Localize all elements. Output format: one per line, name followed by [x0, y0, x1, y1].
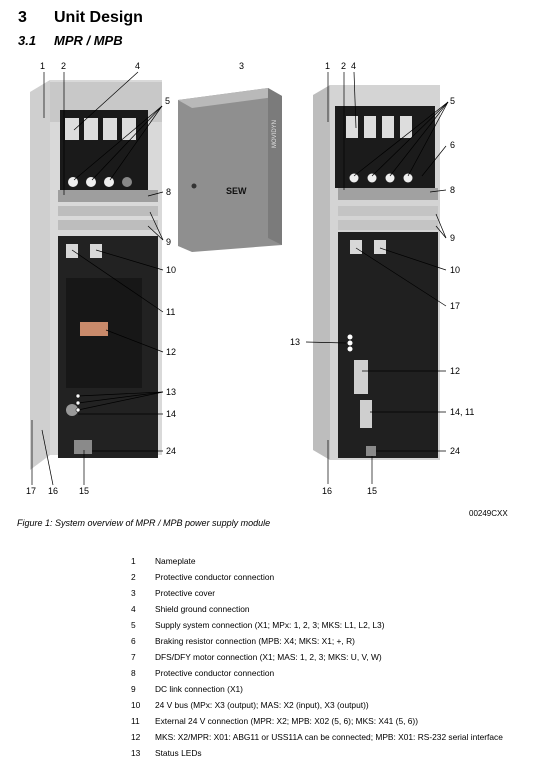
legend-text: MKS: X2/MPR: X01: ABG11 or USS11A can be… — [155, 732, 503, 742]
legend-number: 2 — [131, 572, 136, 582]
legend-number: 8 — [131, 668, 136, 678]
section-number: 3 — [18, 9, 27, 26]
callout-label: 8 — [166, 187, 171, 197]
callout-label: 10 — [166, 265, 176, 275]
legend-text: External 24 V connection (MPR: X2; MPB: … — [155, 716, 418, 726]
callout-label: 10 — [450, 265, 460, 275]
callout-label: 14 — [166, 409, 176, 419]
callout-label: 4 — [351, 61, 356, 71]
callout-label: 5 — [450, 96, 455, 106]
right-unit-photo — [313, 85, 440, 460]
callout-label: 3 — [239, 61, 244, 71]
callout-label: 24 — [450, 446, 460, 456]
cover-brand-text: SEW — [226, 186, 247, 196]
section-heading: 3 Unit Design — [18, 9, 143, 27]
legend-number: 11 — [131, 716, 140, 726]
callout-label: 15 — [79, 486, 89, 496]
callout-label: 9 — [166, 237, 171, 247]
legend-number: 12 — [131, 732, 141, 742]
legend-text: Supply system connection (X1; MPx: 1, 2,… — [155, 620, 385, 630]
callout-label: 4 — [135, 61, 140, 71]
right-callouts: 1 2 4 5 6 8 9 10 17 13 12 14, 11 24 16 1… — [290, 61, 474, 496]
legend-text: Protective conductor connection — [155, 572, 275, 582]
legend-number: 13 — [131, 748, 141, 758]
callout-label: 9 — [450, 233, 455, 243]
legend-text: Protective cover — [155, 588, 216, 598]
legend-number: 7 — [131, 652, 136, 662]
cover-movidyn-text: MOVIDYN — [272, 120, 278, 148]
legend-text: DFS/DFY motor connection (X1; MAS: 1, 2,… — [155, 652, 382, 662]
callout-label: 17 — [26, 486, 36, 496]
left-leader-lines — [31, 71, 164, 486]
middle-callouts: 3 — [239, 61, 244, 71]
callout-label: 12 — [166, 347, 176, 357]
callout-label: 17 — [450, 301, 460, 311]
protective-cover-photo: MOVIDYN SEW — [178, 88, 282, 252]
figure-code: 00249CXX — [469, 509, 508, 518]
left-unit-photo — [30, 80, 162, 470]
legend-number: 3 — [131, 588, 136, 598]
legend-text: Shield ground connection — [155, 604, 250, 614]
legend-text: Braking resistor connection (MPB: X4; MK… — [155, 636, 355, 646]
unit-overview-figure: MOVIDYN SEW — [26, 61, 474, 496]
callout-label: 16 — [322, 486, 332, 496]
callout-label: 1 — [40, 61, 45, 71]
callout-label: 13 — [290, 337, 300, 347]
legend-number: 9 — [131, 684, 136, 694]
subsection-title: MPR / MPB — [54, 33, 123, 48]
legend-text: Protective conductor connection — [155, 668, 275, 678]
callout-label: 15 — [367, 486, 377, 496]
left-callouts: 1 2 4 5 8 9 10 11 12 13 14 24 17 16 15 — [26, 61, 176, 496]
subsection-number: 3.1 — [18, 33, 37, 48]
callout-label: 13 — [166, 387, 176, 397]
legend-text: Status LEDs — [155, 748, 202, 758]
legend-number: 5 — [131, 620, 136, 630]
section-title: Unit Design — [54, 9, 143, 26]
callout-label: 5 — [165, 96, 170, 106]
subsection-heading: 3.1 MPR / MPB — [18, 33, 123, 48]
legend-text: DC link connection (X1) — [155, 684, 243, 694]
legend-number: 1 — [131, 556, 136, 566]
callout-label: 8 — [450, 185, 455, 195]
right-leader-lines — [305, 71, 449, 484]
callout-label: 11 — [166, 307, 175, 317]
callout-label: 1 — [325, 61, 330, 71]
callout-label: 2 — [61, 61, 66, 71]
legend-number: 4 — [131, 604, 136, 614]
legend-number: 10 — [131, 700, 141, 710]
callout-label: 12 — [450, 366, 460, 376]
legend-text: 24 V bus (MPx: X3 (output); MAS: X2 (inp… — [155, 700, 369, 710]
callout-label: 24 — [166, 446, 176, 456]
callout-label: 6 — [450, 140, 455, 150]
figure-caption: Figure 1: System overview of MPR / MPB p… — [17, 518, 271, 528]
legend-number: 6 — [131, 636, 136, 646]
legend-text: Nameplate — [155, 556, 196, 566]
callout-label: 2 — [341, 61, 346, 71]
callout-label: 14, 11 — [450, 407, 474, 417]
callout-label: 16 — [48, 486, 58, 496]
